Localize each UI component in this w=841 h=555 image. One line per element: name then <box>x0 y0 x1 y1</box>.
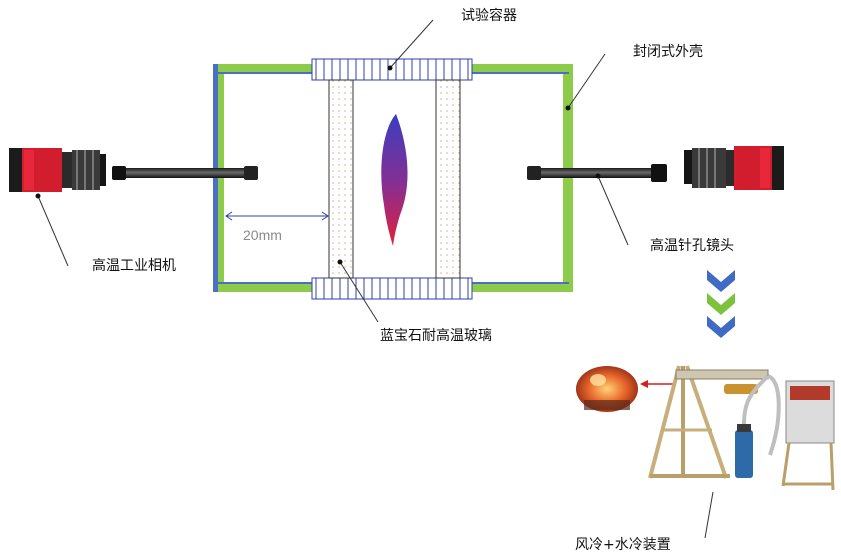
label-pinhole-lens: 高温针孔镜头 <box>650 237 734 254</box>
label-cooling: 风冷+水冷装置 <box>575 537 671 553</box>
lens-icon-left <box>112 166 258 180</box>
sapphire-window-right <box>435 79 461 279</box>
label-camera: 高温工业相机 <box>92 257 176 274</box>
cooling-rig-icon <box>648 365 835 491</box>
flame-icon <box>381 114 408 246</box>
camera-icon-left <box>9 148 106 192</box>
vessel-bottom-flange <box>311 277 473 300</box>
fire-photo-icon <box>576 366 638 412</box>
label-sealed-shell: 封闭式外壳 <box>633 43 703 60</box>
leader-lines <box>37 19 714 539</box>
label-dimension: 20mm <box>243 227 282 243</box>
leader-dot-glass <box>337 259 343 265</box>
label-test-vessel: 试验容器 <box>461 7 517 24</box>
leader-dot-vessel <box>387 65 393 71</box>
leader-dot-shell <box>565 105 571 111</box>
leader-dot-lens <box>595 173 601 179</box>
sapphire-window-left <box>328 79 354 279</box>
label-sapphire-glass: 蓝宝石耐高温玻璃 <box>380 327 492 344</box>
red-arrow <box>640 380 676 388</box>
dimension-marker <box>225 211 329 221</box>
camera-icon-right <box>684 146 784 190</box>
lens-icon-right <box>527 164 667 182</box>
chevron-down-icon <box>707 270 735 338</box>
leader-dot-camera <box>35 193 41 199</box>
